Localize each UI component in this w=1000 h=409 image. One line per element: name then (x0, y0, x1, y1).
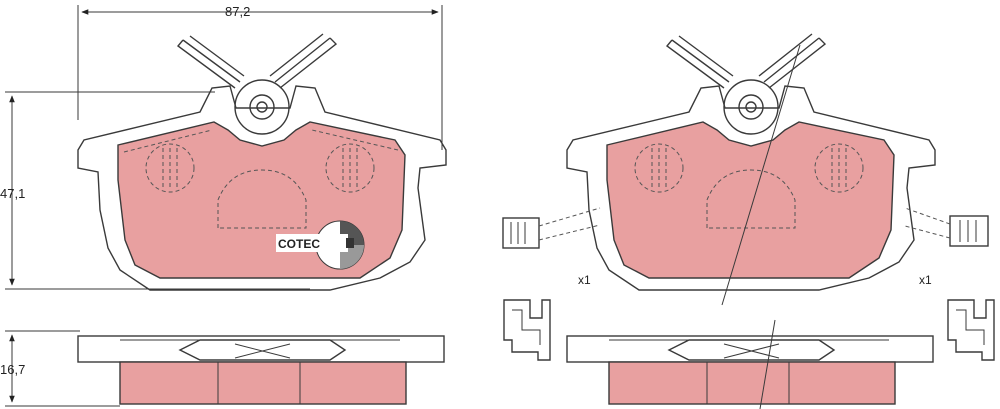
cotec-logo: COTEC (276, 220, 365, 270)
brake-pad-left-side-view (77, 335, 445, 405)
wear-sensor-left-quantity: x1 (578, 273, 591, 287)
brake-pad-right (566, 33, 936, 306)
clip-side (178, 339, 347, 361)
brake-pad-left: COTEC (77, 33, 447, 291)
wear-sensor-right: x1 (904, 207, 989, 287)
spring-clip (182, 33, 331, 83)
backing-plate (77, 85, 447, 291)
height-dimension-label: 47,1 (0, 186, 25, 201)
wear-sensor-left: x1 (502, 207, 601, 287)
mounting-hole (234, 79, 290, 135)
brake-pad-right-side-view (566, 319, 934, 409)
thickness-dimension: 16,7 (0, 330, 120, 407)
friction-material-side (119, 361, 407, 405)
wear-sensor-right-quantity: x1 (919, 273, 932, 287)
width-dimension: 87,2 (77, 4, 443, 150)
width-dimension-label: 87,2 (225, 4, 250, 19)
cotec-logo-text: COTEC (278, 237, 320, 251)
height-dimension: 47,1 (0, 91, 310, 290)
retaining-clip-left (503, 299, 551, 361)
retaining-clip-right (947, 299, 995, 361)
thickness-dimension-label: 16,7 (0, 362, 25, 377)
